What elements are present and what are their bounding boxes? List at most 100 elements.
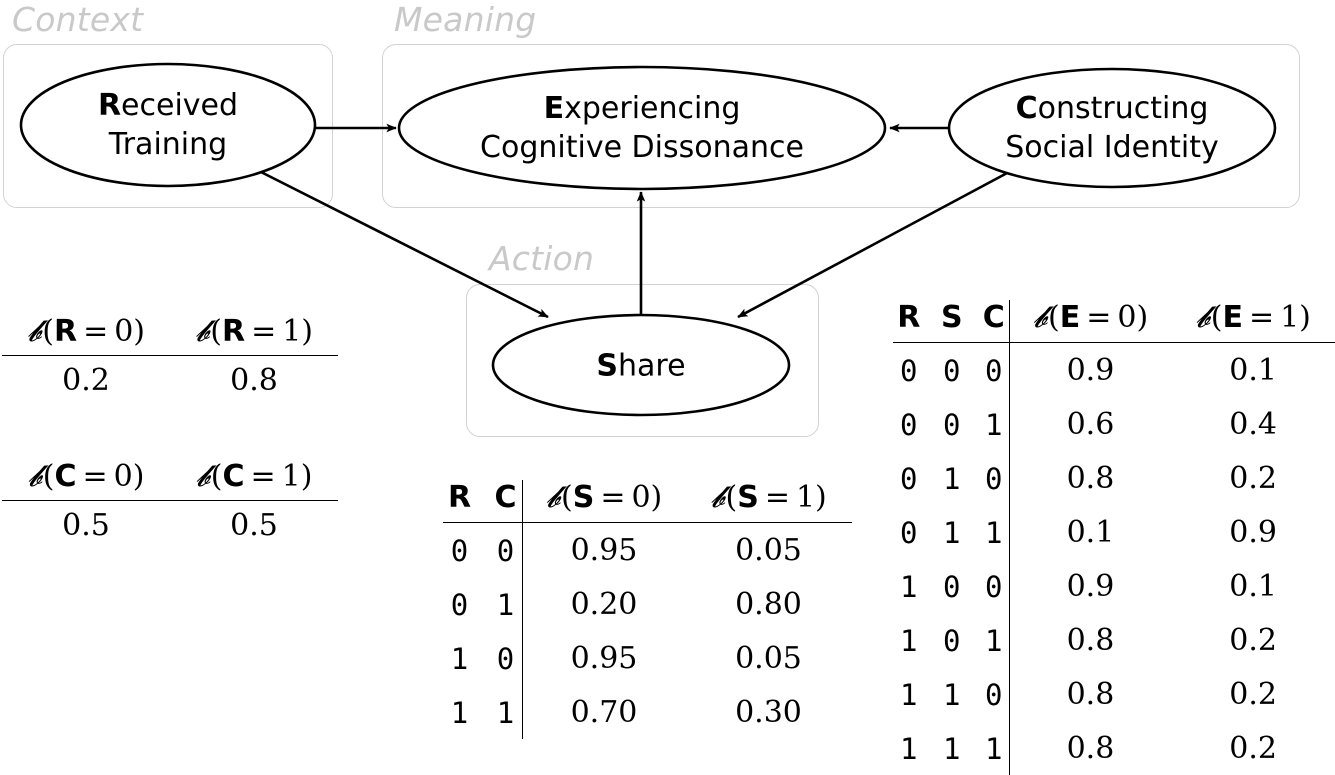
cpt-E-r1-p1: 0.4 (1229, 407, 1278, 442)
edge-R-to-S (258, 169, 549, 319)
cpt-E-key-header-0: R (897, 300, 921, 335)
cpt-S-key-header-1: C (494, 480, 517, 515)
node-label-experiencing-cognitive-dissonance: Experiencing Cognitive Dissonance (480, 89, 804, 167)
node-initial-S: S (596, 348, 619, 384)
cpt-E-r4-p1: 0.1 (1229, 569, 1278, 604)
table-row: 1 0 1 0.8 0.2 (893, 613, 1335, 667)
node-line2-E: Cognitive Dissonance (480, 130, 804, 165)
cpt-E-r3-k2: 1 (985, 515, 1003, 550)
table-row: 1 1 0.70 0.30 (443, 685, 852, 739)
cpt-E-r1-k1: 0 (943, 407, 961, 442)
prior-C-header-0: 𝓫(C = 0) (27, 459, 145, 494)
table-prior-C: 𝓫(C = 0) 𝓫(C = 1) 0.5 0.5 (2, 459, 338, 543)
node-line2-C: Social Identity (1005, 130, 1219, 165)
node-ellipse-experiencing-cognitive-dissonance (397, 65, 887, 191)
cpt-E-r6-p0: 0.8 (1066, 677, 1115, 712)
table-prior-R: 𝓫(R = 0) 𝓫(R = 1) 0.2 0.8 (2, 314, 338, 398)
cpt-E-r5-p1: 0.2 (1229, 623, 1278, 658)
cpt-E-prob-header-0: 𝓫(E = 0) (1032, 300, 1149, 335)
cpt-E-r7-k0: 1 (900, 731, 918, 766)
cpt-S-r3-p1: 0.30 (735, 695, 802, 730)
group-label-action: Action (489, 239, 595, 278)
group-box-action (466, 284, 819, 437)
cpt-S-r1-p1: 0.80 (735, 587, 802, 622)
cpt-E-r0-k1: 0 (943, 353, 961, 388)
prior-R-header-0: 𝓫(R = 0) (26, 314, 146, 349)
cpt-E-r1-k0: 0 (900, 407, 918, 442)
cpt-E-r6-k1: 1 (943, 677, 961, 712)
cpt-E-r0-k0: 0 (900, 353, 918, 388)
table-row: 1 0 0.95 0.05 (443, 631, 852, 685)
prior-C-value-1: 0.5 (230, 508, 278, 543)
cpt-S-r2-k0: 1 (450, 641, 469, 676)
cpt-E-r0-p0: 0.9 (1066, 353, 1115, 388)
cpt-E-r1-k2: 1 (985, 407, 1003, 442)
cpt-E-r5-k0: 1 (900, 623, 918, 658)
table-row: 0 0 0.95 0.05 (443, 523, 852, 577)
cpt-E-r2-k0: 0 (900, 461, 918, 496)
cpt-E-r5-k1: 0 (943, 623, 961, 658)
cpt-S-r3-k0: 1 (450, 695, 469, 730)
node-initial-C: C (1015, 91, 1038, 126)
cpt-E-r0-k2: 0 (985, 353, 1003, 388)
cpt-E-r5-p0: 0.8 (1066, 623, 1115, 658)
cpt-E-r4-k1: 0 (943, 569, 961, 604)
cpt-S-prob-header-1: 𝓫(S = 1) (710, 480, 827, 515)
node-label-received-training: Received Training (98, 86, 238, 164)
cpt-S-r2-p1: 0.05 (735, 641, 802, 676)
cpt-E-r2-k1: 1 (943, 461, 961, 496)
cpt-E-key-header-2: C (982, 300, 1005, 335)
cpt-E-r3-p1: 0.9 (1229, 515, 1278, 550)
table-row: 0 1 1 0.1 0.9 (893, 505, 1335, 559)
cpt-E-r6-k2: 0 (985, 677, 1003, 712)
cpt-S-key-header-0: R (447, 480, 472, 515)
cpt-E-key-header-1: S (940, 300, 963, 335)
cpt-E-r6-k0: 1 (900, 677, 918, 712)
node-label-share: Share (596, 347, 685, 386)
cpt-S-r0-k1: 0 (496, 533, 515, 568)
cpt-E-r5-k2: 1 (985, 623, 1003, 658)
cpt-E-r7-p0: 0.8 (1066, 731, 1115, 766)
cpt-S-r0-p0: 0.95 (570, 533, 638, 568)
cpt-S-r1-k0: 0 (450, 587, 469, 622)
cpt-E-r1-p0: 0.6 (1066, 407, 1115, 442)
cpt-E-r3-p0: 0.1 (1066, 515, 1115, 550)
node-ellipse-received-training (19, 62, 317, 188)
cpt-E-r7-p1: 0.2 (1229, 731, 1278, 766)
table-cpt-S: R C 𝓫(S = 0) 𝓫(S = 1) 0 0 0.95 0.05 (443, 480, 852, 739)
cpt-E-r4-k2: 0 (985, 569, 1003, 604)
table-row: 0 0 1 0.6 0.4 (893, 397, 1335, 451)
node-initial-E: E (543, 91, 565, 126)
node-rest-R: eceived (121, 88, 239, 123)
cpt-E-r2-k2: 0 (985, 461, 1003, 496)
cpt-S-r0-p1: 0.05 (735, 533, 802, 568)
prior-R-header-1: 𝓫(R = 1) (194, 314, 314, 349)
cpt-E-r2-p0: 0.8 (1066, 461, 1115, 496)
prior-R-value-0: 0.2 (62, 363, 110, 398)
table-row: 0 1 0.20 0.80 (443, 577, 852, 631)
table-cpt-E: R S C 𝓫(E = 0) 𝓫(E = 1) 0 0 0 0.9 (893, 300, 1335, 775)
table-row: 1 1 1 0.8 0.2 (893, 721, 1335, 775)
table-row: 0 0 0 0.9 0.1 (893, 343, 1335, 397)
cpt-E-r4-k0: 1 (900, 569, 918, 604)
node-rest-S: hare (618, 348, 686, 384)
cpt-E-r7-k2: 1 (985, 731, 1003, 766)
node-rest-C: onstructing (1037, 91, 1209, 126)
cpt-E-r4-p0: 0.9 (1066, 569, 1115, 604)
edge-C-to-S (737, 170, 1010, 319)
node-label-constructing-social-identity: Constructing Social Identity (1005, 89, 1218, 167)
cpt-S-r1-p0: 0.20 (570, 587, 638, 622)
cpt-E-r3-k0: 0 (900, 515, 918, 550)
prior-R-value-1: 0.8 (230, 363, 278, 398)
cpt-E-r3-k1: 1 (943, 515, 961, 550)
node-line2-R: Training (108, 127, 228, 162)
cpt-S-prob-header-0: 𝓫(S = 0) (545, 480, 663, 515)
table-row: 0 1 0 0.8 0.2 (893, 451, 1335, 505)
node-rest-E: xperiencing (564, 91, 741, 126)
node-initial-R: R (97, 88, 122, 123)
prior-C-header-1: 𝓫(C = 1) (195, 459, 313, 494)
group-label-context: Context (12, 0, 144, 39)
group-box-context (3, 44, 333, 208)
node-ellipse-constructing-social-identity (947, 67, 1277, 189)
